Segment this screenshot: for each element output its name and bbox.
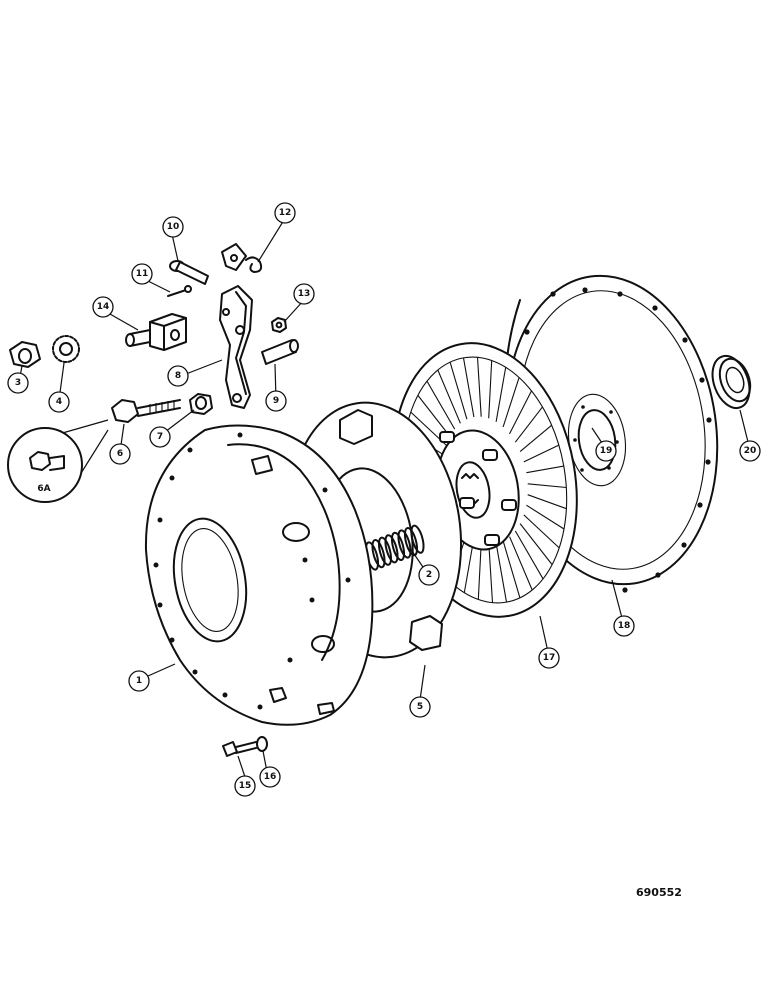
facing-ray xyxy=(523,514,560,549)
callout-1: 1 xyxy=(128,670,150,692)
spring-coil xyxy=(377,536,393,566)
facing-ray xyxy=(509,536,533,591)
callout-label: 16 xyxy=(264,772,277,782)
spring-coil xyxy=(390,531,406,561)
small-nut-part-13 xyxy=(271,317,287,333)
callout-label: 3 xyxy=(15,378,21,388)
callout-label: 1 xyxy=(136,676,142,686)
callout-12: 12 xyxy=(274,202,296,224)
callout-17: 17 xyxy=(538,647,560,669)
facing-ray xyxy=(502,540,521,598)
callout-15: 15 xyxy=(234,775,256,797)
facing-ray xyxy=(519,424,553,453)
callout-label: 5 xyxy=(417,702,423,712)
facing-ray xyxy=(437,369,461,424)
callout-label: 19 xyxy=(600,446,613,456)
callout-6a: 6A xyxy=(37,484,50,494)
facing-ray xyxy=(462,357,475,418)
facing-ray xyxy=(495,367,507,422)
pin-part-9 xyxy=(261,339,299,365)
facing-ray xyxy=(526,465,564,474)
clevis-pin-part-10 xyxy=(169,260,209,285)
callout-label: 11 xyxy=(136,269,149,279)
facing-ray xyxy=(476,357,482,417)
facing-ray xyxy=(527,494,567,510)
callout-9: 9 xyxy=(265,390,287,412)
facing-ray xyxy=(477,541,482,600)
spring-coil xyxy=(397,529,412,559)
callout-label: 6A xyxy=(37,484,50,494)
callout-20: 20 xyxy=(739,440,761,462)
callout-18: 18 xyxy=(613,615,635,637)
callout-14: 14 xyxy=(92,296,114,318)
callout-label: 8 xyxy=(175,371,181,381)
callout-label: 13 xyxy=(298,289,311,299)
callout-16: 16 xyxy=(259,766,281,788)
callout-3: 3 xyxy=(7,372,29,394)
facing-ray xyxy=(449,362,468,420)
figure-number: 690552 xyxy=(636,886,682,899)
callout-label: 14 xyxy=(97,302,110,312)
release-lever-part-8 xyxy=(219,285,253,409)
facing-ray xyxy=(488,360,493,419)
callout-8: 8 xyxy=(167,365,189,387)
facing-ray xyxy=(527,483,567,489)
callout-13: 13 xyxy=(293,283,315,305)
callout-label: 17 xyxy=(543,653,556,663)
callout-7: 7 xyxy=(149,426,171,448)
callout-10: 10 xyxy=(162,216,184,238)
facing-ray xyxy=(514,406,543,443)
spring-coil xyxy=(371,539,386,569)
pilot-bearing-part-20 xyxy=(711,354,752,410)
callout-label: 9 xyxy=(273,396,279,406)
spring-clip-part-12 xyxy=(221,243,263,273)
adjusting-block-part-14 xyxy=(125,313,187,351)
callout-19: 19 xyxy=(595,440,617,462)
lockwasher-part-16 xyxy=(256,736,268,752)
callout-label: 15 xyxy=(239,781,252,791)
facing-ray xyxy=(426,380,456,430)
callout-label: 20 xyxy=(744,446,757,456)
nut-part-3 xyxy=(9,341,41,368)
callout-11: 11 xyxy=(131,263,153,285)
facing-ray xyxy=(488,543,494,603)
facing-ray xyxy=(417,395,451,437)
bolt-part-15 xyxy=(222,741,257,757)
spring-coil xyxy=(410,524,425,554)
callout-label: 2 xyxy=(426,570,432,580)
facing-ray xyxy=(523,444,560,463)
toothed-washer-part-4 xyxy=(52,335,80,363)
callout-label: 10 xyxy=(167,222,180,232)
facing-ray xyxy=(495,542,508,603)
bolt-part-6 xyxy=(111,399,181,423)
callout-4: 4 xyxy=(48,391,70,413)
facing-ray xyxy=(502,377,520,428)
cotter-pin-part-11 xyxy=(167,285,192,297)
callout-label: 12 xyxy=(279,208,292,218)
facing-ray xyxy=(526,504,565,530)
callout-5: 5 xyxy=(409,696,431,718)
callout-label: 4 xyxy=(56,397,62,407)
facing-ray xyxy=(514,530,544,580)
callout-6: 6 xyxy=(109,443,131,465)
callout-label: 18 xyxy=(618,621,631,631)
callout-label: 6 xyxy=(117,449,123,459)
clutch-cover-part-1 xyxy=(144,424,374,726)
callout-label: 7 xyxy=(157,432,163,442)
facing-ray xyxy=(509,390,532,435)
bolt-detail-part-6a xyxy=(7,419,109,503)
callout-2: 2 xyxy=(418,564,440,586)
spring-coil xyxy=(384,534,399,564)
facing-ray xyxy=(519,523,553,565)
